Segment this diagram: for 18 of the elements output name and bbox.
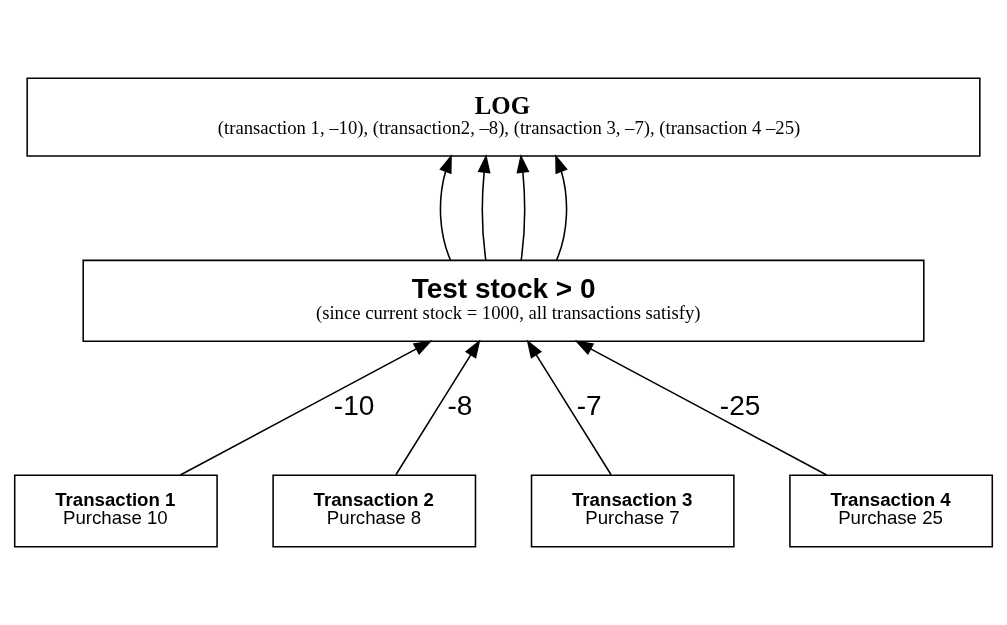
node-box: LOG (transaction 1, –10), (transaction2, –8), (transaction 3, –7), (transaction 4 –25): [26, 77, 981, 157]
node-box: Test stock > 0 (since current stock = 1000, all transactions satisfy): [82, 259, 925, 343]
node-box: Transaction 4 Purchase 25: [789, 474, 994, 548]
arrow: [477, 154, 491, 261]
edge-label: -8: [447, 390, 473, 422]
arrow: [516, 154, 530, 261]
arrow: [526, 339, 612, 476]
node-box: Transaction 2 Purchase 8: [272, 474, 477, 548]
arrow: [395, 339, 481, 476]
edge-label: -25: [719, 390, 761, 422]
arrow: [439, 154, 452, 261]
arrow: [555, 154, 568, 261]
edge-label: -10: [333, 390, 375, 422]
node-box: Transaction 1 Purchase 10: [13, 474, 218, 548]
arrow: [179, 340, 433, 476]
arrow: [574, 340, 828, 476]
node-box: Transaction 3 Purchase 7: [530, 474, 735, 548]
edge-label: -7: [576, 390, 602, 422]
